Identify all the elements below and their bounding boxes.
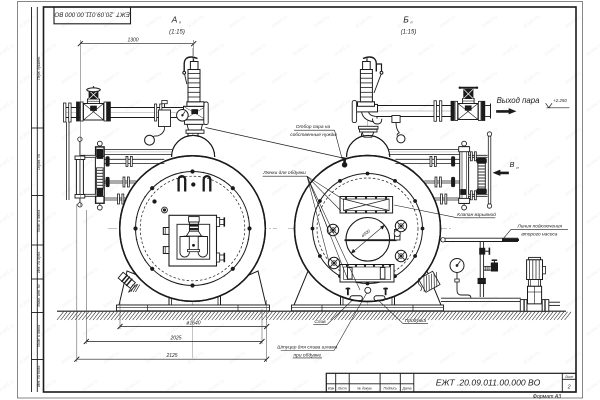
svg-text:Отбор пара на: Отбор пара на <box>296 124 331 130</box>
svg-text:при обдувке: при обдувке <box>293 352 321 358</box>
svg-text:ø500: ø500 <box>360 228 371 238</box>
svg-text:Подпись: Подпись <box>383 387 397 391</box>
svg-text:Инв. № дубл.: Инв. № дубл. <box>37 251 41 273</box>
svg-text:2025: 2025 <box>169 335 181 341</box>
svg-text:Лючки для обдувки: Лючки для обдувки <box>262 170 306 176</box>
svg-text:Штуцер для слива шлама: Штуцер для слива шлама <box>277 345 337 351</box>
svg-text:(1:15): (1:15) <box>401 29 417 35</box>
svg-text:Взам. инв. №: Взам. инв. № <box>37 284 41 306</box>
svg-text:ЕЖТ .20.09.011.00.000 ВО: ЕЖТ .20.09.011.00.000 ВО <box>436 378 541 388</box>
svg-text:+2.250: +2.250 <box>553 98 567 103</box>
svg-text:Продувка: Продувка <box>405 318 427 324</box>
svg-text:№ докум.: № докум. <box>357 387 372 391</box>
svg-text:1300: 1300 <box>127 38 138 44</box>
svg-text:Линия подключения: Линия подключения <box>516 223 562 229</box>
svg-text:п: п <box>179 21 181 25</box>
svg-text:Перв. примен.: Перв. примен. <box>37 56 41 80</box>
svg-text:(1:15): (1:15) <box>169 29 185 35</box>
svg-text:Б: Б <box>403 15 409 25</box>
svg-text:Инв. № подл.: Инв. № подл. <box>37 365 41 387</box>
svg-text:Лист: Лист <box>564 375 574 379</box>
svg-text:2: 2 <box>567 384 571 390</box>
svg-text:п: п <box>411 21 413 25</box>
svg-text:А: А <box>171 15 178 25</box>
svg-text:собственные нужды: собственные нужды <box>290 132 337 138</box>
svg-text:Клапан взрывной: Клапан взрывной <box>457 211 496 218</box>
svg-text:Выход пара: Выход пара <box>497 96 541 105</box>
svg-text:Подп. и дата: Подп. и дата <box>37 210 41 233</box>
svg-text:Лист: Лист <box>337 387 347 391</box>
svg-text:Справ. №: Справ. № <box>37 154 41 170</box>
svg-text:Слив: Слив <box>314 319 326 325</box>
svg-text:В: В <box>509 160 514 169</box>
svg-text:Дата: Дата <box>402 387 412 391</box>
svg-text:Подп. и дата: Подп. и дата <box>37 325 41 348</box>
svg-text:ЕЖТ .20.09.011.00.000 ВО: ЕЖТ .20.09.011.00.000 ВО <box>54 11 129 18</box>
svg-text:второго насоса: второго насоса <box>521 232 557 237</box>
svg-text:ø1640: ø1640 <box>186 320 200 326</box>
svg-text:п: п <box>516 165 519 170</box>
svg-text:Изм: Изм <box>328 387 335 391</box>
svg-text:2125: 2125 <box>165 353 177 359</box>
svg-text:Формат А3: Формат А3 <box>533 394 561 400</box>
